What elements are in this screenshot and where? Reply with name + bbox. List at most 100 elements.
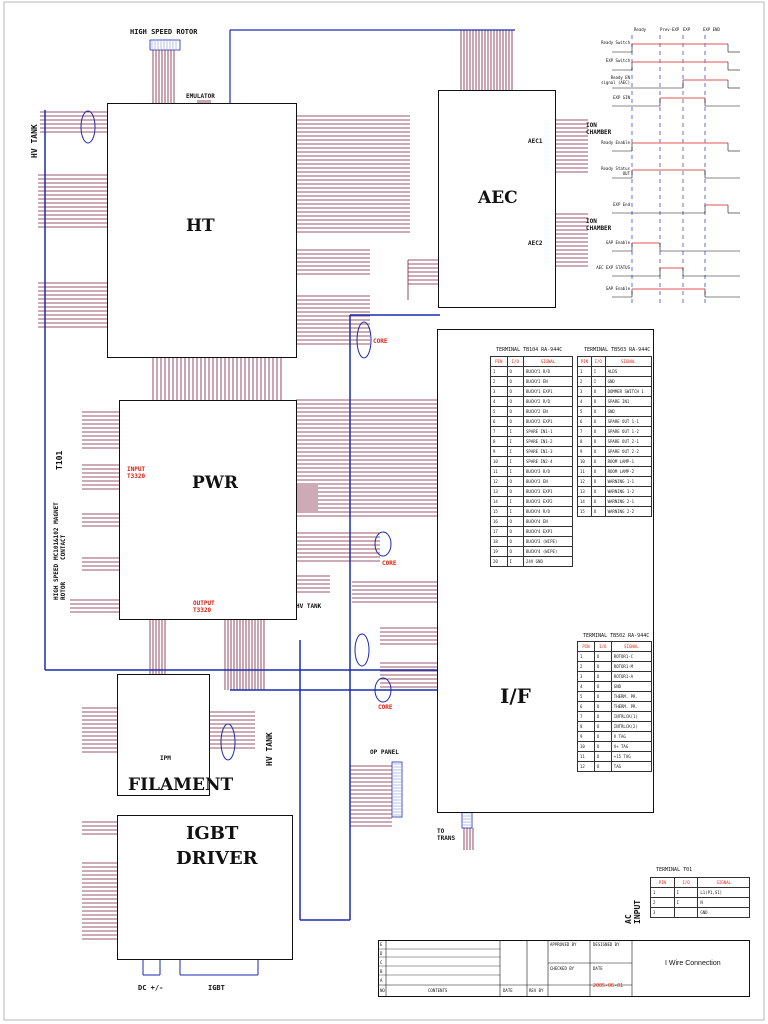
table-cell: BUCKY3 EN xyxy=(523,476,573,487)
title-block xyxy=(378,940,750,997)
table-header-cell: PIN xyxy=(577,641,595,652)
igbt-bottom-label: IGBT xyxy=(208,984,225,992)
timing-header: EXP END xyxy=(703,27,720,32)
table-cell: THERM. PR. xyxy=(610,691,653,702)
timing-row-label: GAP Enable xyxy=(605,286,630,291)
table-cell: O xyxy=(506,526,524,537)
table-cell: 16 xyxy=(490,516,508,527)
table-cell: 5 xyxy=(577,691,595,702)
table-cell: O xyxy=(593,731,612,742)
table-cell: 6 xyxy=(577,701,595,712)
table-cell: 5 xyxy=(577,406,592,417)
table-cell: BUCKY4 (WIPE) xyxy=(523,546,573,557)
table-cell: O xyxy=(506,366,524,377)
dc-pm-label: DC +/- xyxy=(138,984,164,992)
date-column-label: DATE xyxy=(503,988,513,993)
table-cell: I xyxy=(673,897,699,908)
if-core-3 xyxy=(354,633,370,667)
table-header-cell: I/O xyxy=(506,356,524,367)
timing-row-label: Ready Switch xyxy=(601,40,630,45)
contents-label: CONTENTS xyxy=(428,988,448,993)
table-cell: 24V GND xyxy=(523,556,573,567)
table-cell: O xyxy=(506,376,524,387)
emulator-label: EMULATOR xyxy=(186,93,215,100)
table-cell: BUCKY1 R/D xyxy=(523,366,573,377)
if-core-1 xyxy=(356,321,372,359)
table-cell: O xyxy=(506,416,524,427)
table-cell: O xyxy=(506,536,524,547)
table-cell: O xyxy=(506,406,524,417)
table-cell: O xyxy=(593,681,612,692)
high-speed-rotor-label: HIGH SPEED ROTOR xyxy=(130,28,198,36)
table-cell: 1 xyxy=(577,651,595,662)
table-cell: ROTOR1-C xyxy=(610,651,653,662)
rev-letter: B xyxy=(380,969,383,974)
table-cell: 3 xyxy=(577,386,592,397)
core-label-1: CORE xyxy=(373,338,388,345)
ht-title: HT xyxy=(186,216,215,236)
table-cell: 2 xyxy=(577,376,592,387)
table-cell: O xyxy=(506,476,524,487)
table-header-cell: SIGNAL xyxy=(604,356,653,367)
pwr-title: PWR xyxy=(192,473,239,493)
table-cell: O xyxy=(593,751,612,762)
aec-board xyxy=(438,90,556,308)
table-cell: O xyxy=(590,426,606,437)
table-cell: 3 xyxy=(577,671,595,682)
table-header-cell: PIN xyxy=(577,356,592,367)
aec-title: AEC xyxy=(478,188,518,208)
table-cell: GND xyxy=(604,376,653,387)
pwr-board xyxy=(119,400,297,620)
table-cell: O xyxy=(593,661,612,672)
ht-hv-core xyxy=(80,110,96,144)
table-cell: I xyxy=(590,366,606,377)
table-cell: BUCKY3 (WIPE) xyxy=(523,536,573,547)
table-cell: BUCKY3 R/D xyxy=(523,466,573,477)
table-cell: 18 xyxy=(490,536,508,547)
table-cell: V TAG xyxy=(610,731,653,742)
high-speed-rotor-left-label: HIGH SPEED ROTOR xyxy=(53,563,67,600)
table-cell: O xyxy=(593,691,612,702)
table-header-cell: I/O xyxy=(590,356,606,367)
table-cell: SPARE OUT 1-2 xyxy=(604,426,653,437)
table-cell: O xyxy=(590,496,606,507)
table-cell: ROTOR1-M xyxy=(610,661,653,672)
hv-tank-right-label-1: HV TANK xyxy=(265,732,274,766)
table-header-cell: PIN xyxy=(490,356,508,367)
table-cell: 1 xyxy=(490,366,508,377)
table-cell: WARNING 1-2 xyxy=(604,486,653,497)
table-cell: O xyxy=(590,446,606,457)
table-header-cell: SIGNAL xyxy=(523,356,573,367)
table-cell: BUCKY2 EXP1 xyxy=(523,416,573,427)
table-cell: SPARE IN1-2 xyxy=(523,436,573,447)
table-cell: SPARE OUT 1-1 xyxy=(604,416,653,427)
table-cell: SPARE OUT 2-1 xyxy=(604,436,653,447)
table-cell: 14 xyxy=(490,496,508,507)
table-cell: 1 xyxy=(577,366,592,377)
timing-row-label: AEC EXP STATUS xyxy=(596,265,630,270)
table-cell: 19 xyxy=(490,546,508,557)
table-cell: 2 xyxy=(650,897,675,908)
table-cell: O xyxy=(590,476,606,487)
